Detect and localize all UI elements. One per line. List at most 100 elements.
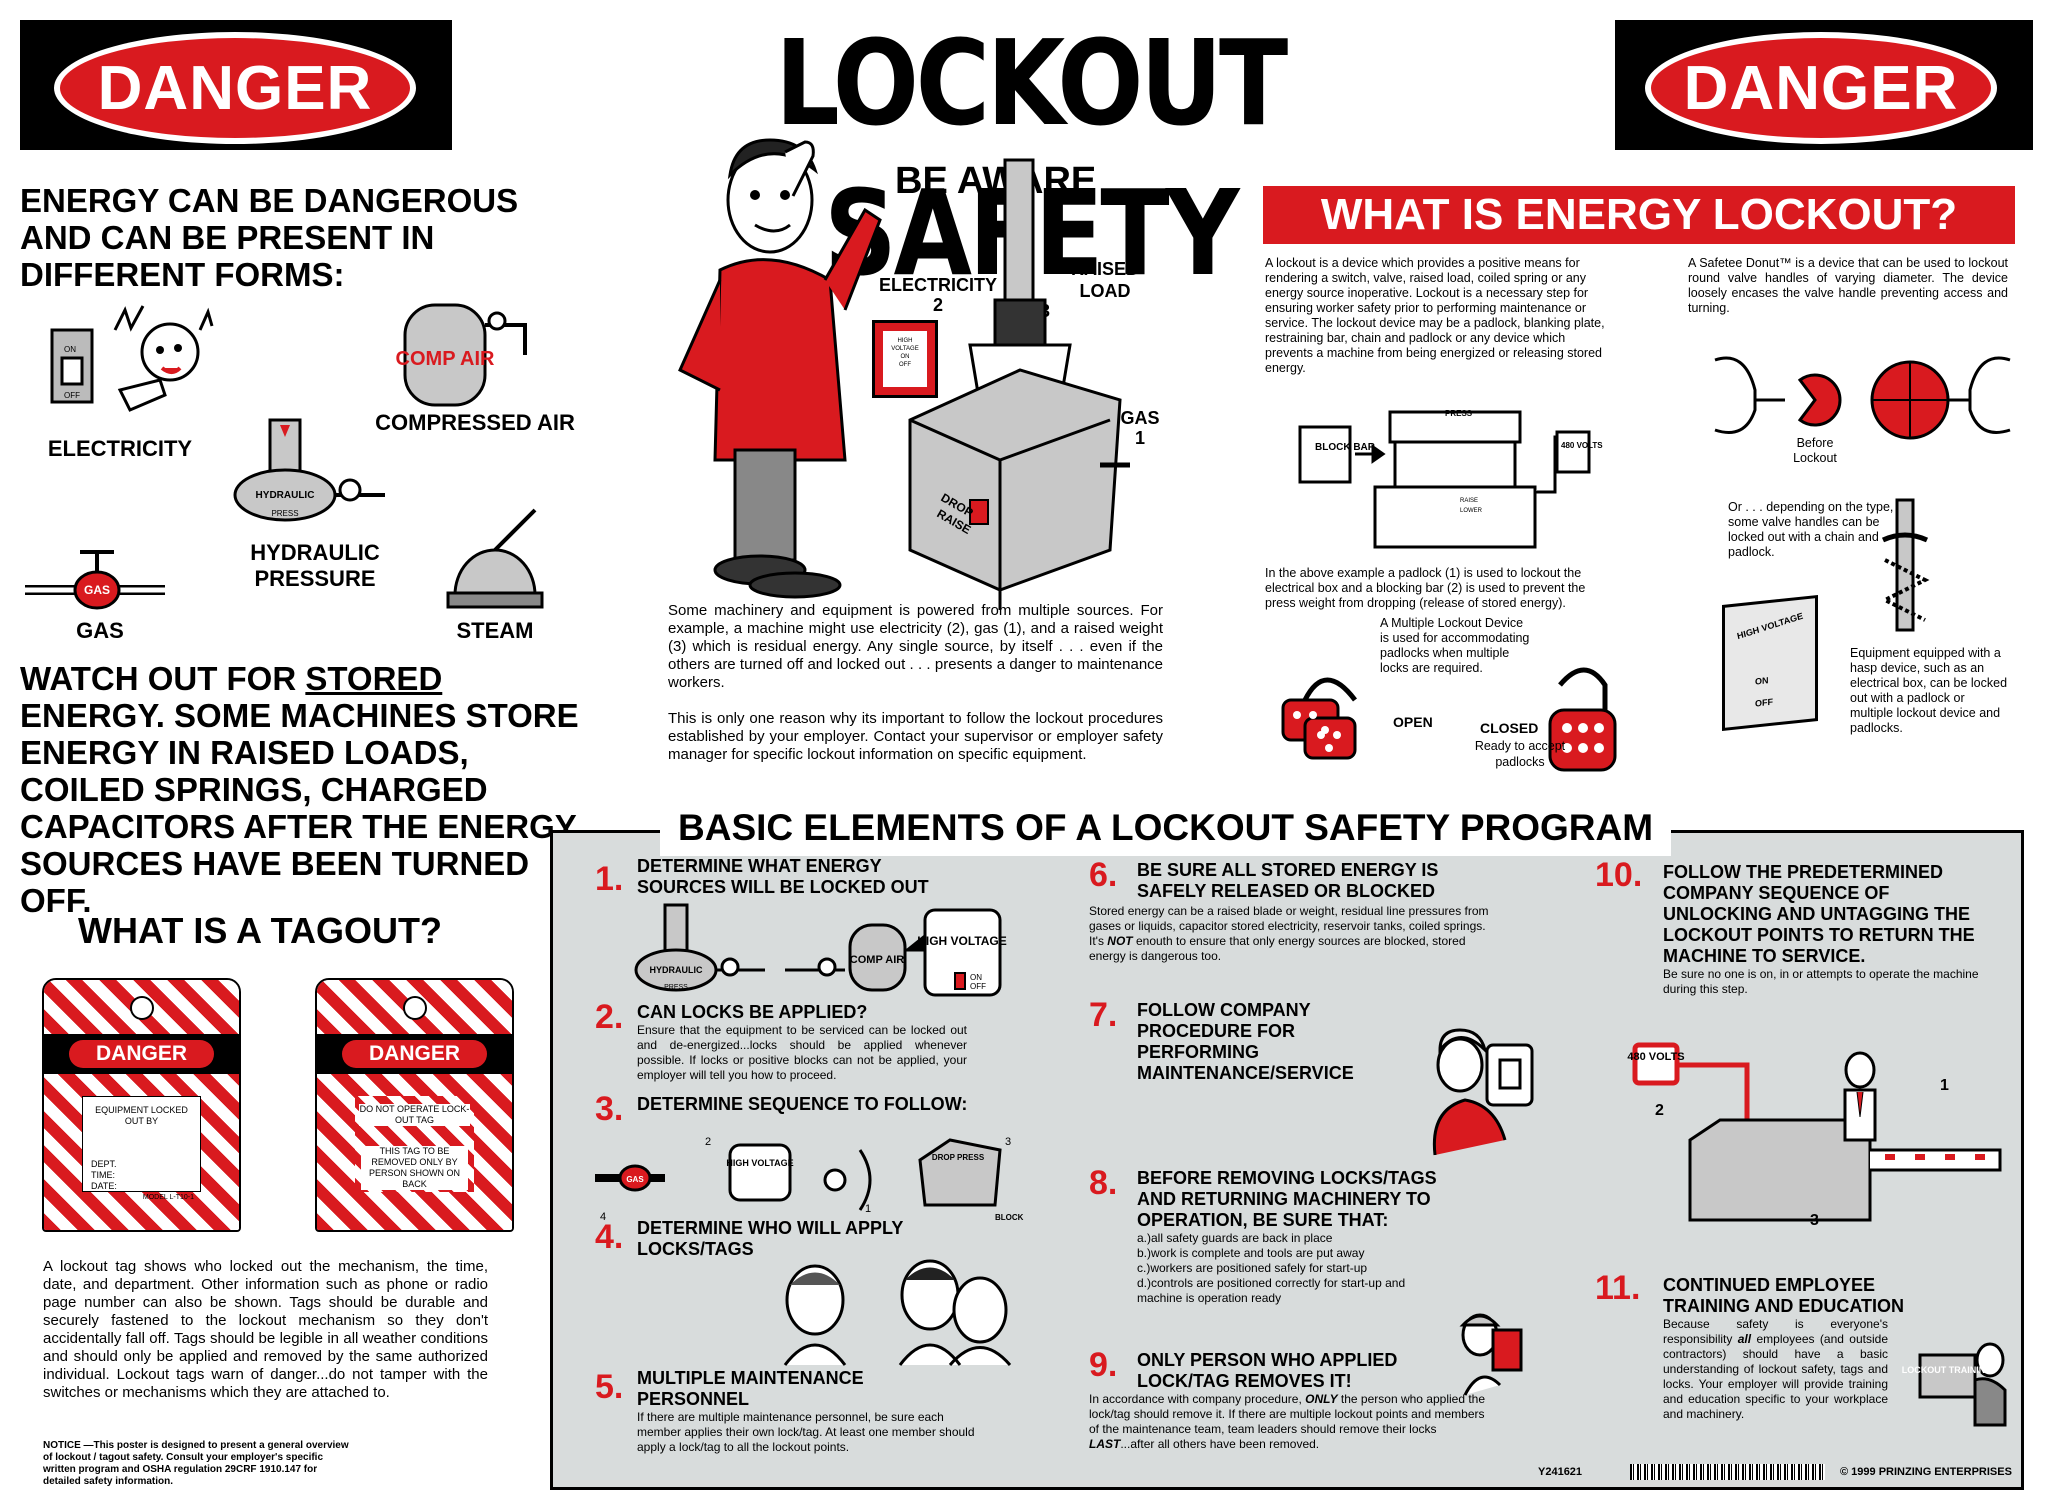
element-11-body-post: employees (and outside contractors) shou… [1663, 1332, 1888, 1421]
compressed-air-label: COMPRESSED AIR [375, 410, 575, 435]
be-aware-heading: BE AWARE [895, 160, 1097, 202]
tag2-line1: DO NOT OPERATE LOCK-OUT TAG [359, 1104, 470, 1126]
element-9-body-pre: In accordance with company procedure, [1089, 1392, 1306, 1406]
element-2-num: 2. [595, 998, 624, 1036]
element-7-illustration [1432, 1028, 1534, 1156]
element-11-body: Because safety is everyone's responsibil… [1663, 1317, 1888, 1422]
element-3: 3. DETERMINE SEQUENCE TO FOLLOW: [595, 1090, 1015, 1128]
element-2-body: Ensure that the equipment to be serviced… [637, 1023, 967, 1082]
illus-comp-air: COMP AIR [850, 954, 904, 966]
panel-text: HIGH VOLTAGE [891, 338, 919, 352]
element-9-body-mid: the person who applied the lock/tag shou… [1089, 1392, 1486, 1436]
danger-label-right: DANGER [1683, 53, 1959, 123]
switch-on-label: ON [64, 345, 76, 354]
element-4-illustration [783, 1259, 1012, 1366]
tag1-model: MODEL L-T10-1 [142, 1194, 194, 1201]
seq-drop-press: DROP PRESS [932, 1153, 985, 1162]
element-8-item-d: d.)controls are positioned correctly for… [1137, 1276, 1406, 1305]
element-6-body-post: enouth to ensure that only energy source… [1089, 934, 1466, 963]
element-8-item-c: c.)workers are positioned safely for sta… [1137, 1261, 1368, 1275]
element-1-num: 1. [595, 860, 624, 898]
tag2-danger: DANGER [342, 1040, 487, 1068]
comp-air-tank-label: COMP AIR [396, 348, 495, 370]
element-9-body-post: ...after all others have been removed. [1120, 1437, 1320, 1451]
volt-label: 480 VOLTS [1561, 441, 1603, 450]
electricity-illustration: ON OFF [50, 305, 214, 412]
element-5: 5. MULTIPLE MAINTENANCE PERSONNEL If the… [595, 1368, 1015, 1455]
element-7-title: FOLLOW COMPANY PROCEDURE FOR PERFORMING … [1137, 1000, 1354, 1083]
element-8: 8. BEFORE REMOVING LOCKS/TAGS AND RETURN… [1085, 1164, 1505, 1306]
element-11-num: 11. [1595, 1269, 1641, 1307]
watch-out-post: ENERGY. SOME MACHINES STORE ENERGY IN RA… [20, 697, 579, 919]
press-label: PRESS [271, 509, 298, 518]
element-11-illustration: LOCKOUT TRAINING [1902, 1342, 2007, 1427]
element-11-body-em: all [1737, 1332, 1752, 1346]
element-9-body: In accordance with company procedure, ON… [1089, 1392, 1489, 1452]
tagout-heading: WHAT IS A TAGOUT? [78, 910, 442, 951]
element-6-body-em: NOT [1107, 934, 1133, 948]
switch-off-label: OFF [64, 391, 80, 400]
element-8-num: 8. [1089, 1164, 1118, 1202]
element-6: 6. BE SURE ALL STORED ENERGY IS SAFELY R… [1085, 856, 1505, 964]
steam-label: STEAM [456, 618, 534, 643]
illus-lockout-training: LOCKOUT TRAINING [1902, 1365, 1993, 1375]
illus-on: ON [970, 973, 982, 982]
element-9: 9. ONLY PERSON WHO APPLIED LOCK/TAG REMO… [1085, 1346, 1505, 1452]
element-10-title: FOLLOW THE PREDETERMINED COMPANY SEQUENC… [1663, 862, 1975, 966]
danger-sign-right: DANGER [1615, 20, 2033, 150]
hydraulic-illustration: HYDRAULIC PRESS [233, 418, 385, 522]
electricity-callout: ELECTRICITY 2 [878, 275, 998, 315]
element-1-illustration: HYDRAULIC PRESS COMP AIR HIGH VOLTAGE ON… [634, 903, 1007, 997]
element-10-num: 10. [1595, 856, 1643, 894]
raise-label: RAISE [1460, 498, 1478, 504]
tag2-line2: THIS TAG TO BE REMOVED ONLY BY PERSON SH… [361, 1146, 468, 1190]
seq-num-2: 2 [705, 1136, 711, 1148]
illus-num-3: 3 [1810, 1212, 1819, 1229]
poster-code: Y241621 [1538, 1466, 1583, 1478]
block-bar-label: BLOCK BAR [1315, 442, 1376, 453]
panel-off: OFF [899, 362, 911, 368]
hydraulic-tank-label: HYDRAULIC [256, 490, 315, 501]
tag1-date: DATE: [91, 1181, 117, 1191]
stored-energy-warning: WATCH OUT FOR STORED ENERGY. SOME MACHIN… [20, 660, 580, 919]
tag-hole [403, 996, 427, 1020]
element-8-list: a.)all safety guards are back in place b… [1137, 1231, 1447, 1306]
tag1-line1: EQUIPMENT LOCKED OUT BY [95, 1105, 188, 1126]
be-aware-para2: This is only one reason why its importan… [668, 710, 1163, 763]
lower-label: LOWER [1460, 508, 1483, 514]
energy-lockout-heading: WHAT IS ENERGY LOCKOUT? [1263, 186, 2015, 244]
hv-on: ON [1755, 675, 1769, 687]
hv-box-illustration: HIGH VOLTAGE ON OFF [1722, 594, 1818, 732]
danger-oval-left: DANGER [54, 32, 416, 144]
hydraulic-pressure-label: HYDRAULIC PRESSURE [250, 540, 380, 591]
panel-on: ON [900, 354, 910, 360]
danger-tag-1: DANGER EQUIPMENT LOCKED OUT BY DEPT. TIM… [42, 978, 241, 1232]
element-11-body-pre: Because safety is everyone's responsibil… [1663, 1317, 1888, 1346]
worker-illustration [678, 138, 882, 599]
danger-label-left: DANGER [97, 53, 373, 123]
tag1-time: TIME: [91, 1170, 115, 1180]
element-4-title: DETERMINE WHO WILL APPLY LOCKS/TAGS [637, 1218, 904, 1259]
element-11-title: CONTINUED EMPLOYEE TRAINING AND EDUCATIO… [1663, 1275, 1904, 1316]
element-7: 7. FOLLOW COMPANY PROCEDURE FOR PERFORMI… [1085, 996, 1505, 1084]
element-9-body-em2: LAST [1089, 1437, 1121, 1451]
element-3-title: DETERMINE SEQUENCE TO FOLLOW: [637, 1094, 968, 1114]
element-6-body: Stored energy can be a raised blade or w… [1089, 904, 1489, 964]
illus-high-voltage: HIGH VOLTAGE [917, 934, 1007, 948]
element-10-body: Be sure no one is on, in or attempts to … [1663, 967, 1979, 996]
tagout-text: A lockout tag shows who locked out the m… [43, 1258, 488, 1401]
danger-sign-left: DANGER [20, 20, 452, 150]
element-6-title: BE SURE ALL STORED ENERGY IS SAFELY RELE… [1137, 860, 1439, 901]
element-3-num: 3. [595, 1090, 624, 1128]
tag1-dept: DEPT. [91, 1159, 117, 1169]
hv-box-label: HIGH VOLTAGE [1736, 610, 1804, 642]
element-11: 11. CONTINUED EMPLOYEE TRAINING AND EDUC… [1595, 1269, 2015, 1422]
illus-480: 480 VOLTS [1627, 1051, 1684, 1063]
raised-load-label: RAISED LOAD [1070, 259, 1139, 301]
before-lockout-label: Before Lockout [1793, 436, 1837, 465]
safetee-donut-text: A Safetee Donut™ is a device that can be… [1688, 256, 2008, 315]
press-illustration: BLOCK BAR PRESS RAISE LOWER 480 VOLTS [1298, 409, 1603, 549]
element-9-title: ONLY PERSON WHO APPLIED LOCK/TAG REMOVES… [1137, 1350, 1398, 1391]
element-1: 1. DETERMINE WHAT ENERGY SOURCES WILL BE… [595, 856, 1015, 898]
illus-press: PRESS [664, 984, 688, 991]
